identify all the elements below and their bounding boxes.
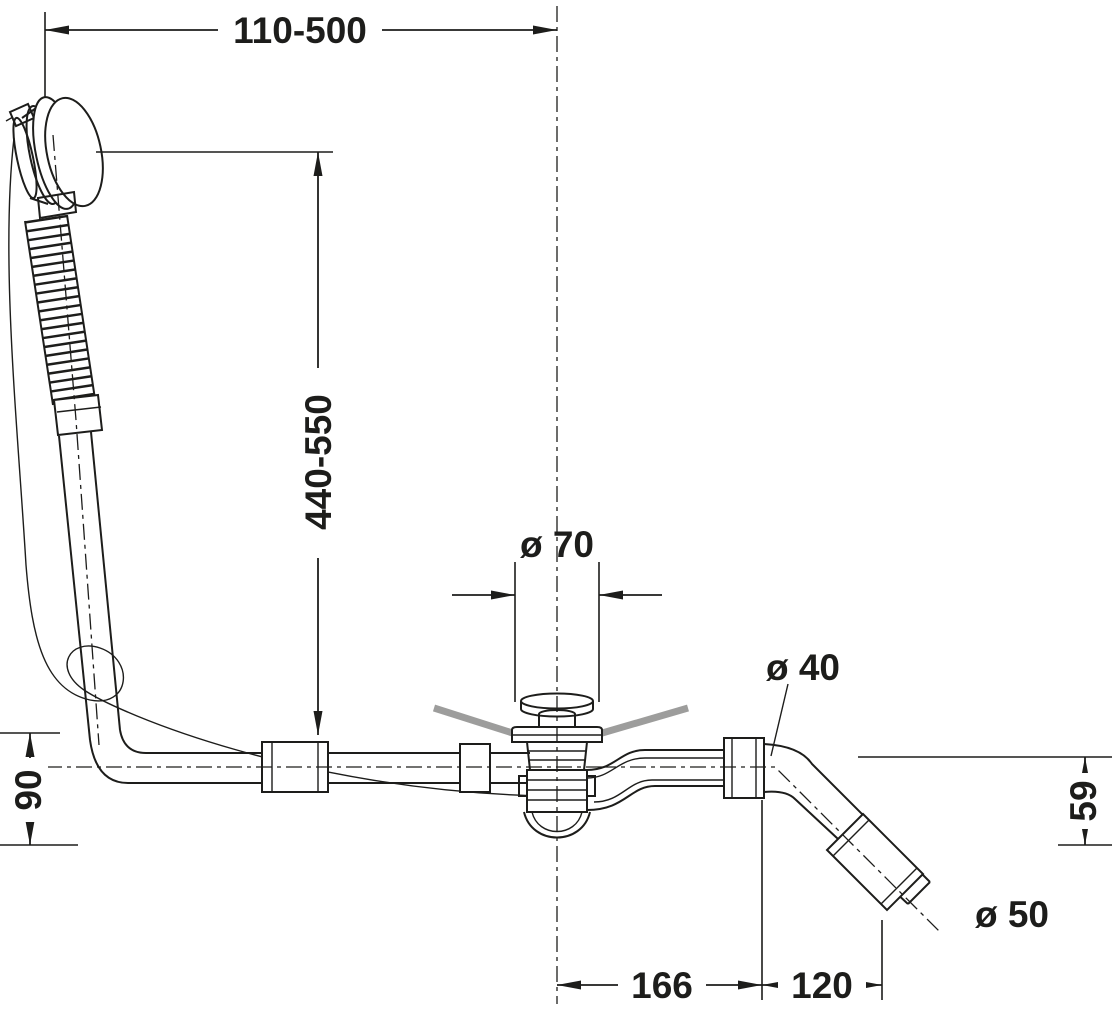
- label-right-offset: 59: [1063, 780, 1104, 821]
- label-overflow-height: 440-550: [298, 394, 339, 530]
- outlet-elbow-pipe: [763, 743, 931, 905]
- label-overflow-to-drain: 110-500: [233, 10, 367, 51]
- pipe-coupling-right: [459, 743, 491, 793]
- hose-coupling: [52, 393, 104, 437]
- end-coupling-sleeve: [825, 812, 925, 912]
- outlet-sweep: [586, 749, 724, 811]
- label-elbow-to-end: 120: [791, 965, 853, 1006]
- dim-outlet-diameter-leader: [770, 683, 789, 757]
- label-end-diameter: ø 50: [975, 894, 1049, 935]
- overflow-fitting: [5, 96, 104, 220]
- dimension-labels: 110-500 440-550 ø 70 ø 40 ø 50 90 59 166…: [8, 8, 1104, 1006]
- label-drain-diameter: ø 70: [520, 524, 594, 565]
- label-outlet-diameter: ø 40: [766, 647, 840, 688]
- label-drain-to-elbow: 166: [631, 965, 693, 1006]
- centerlines: [16, 6, 941, 1004]
- elbow-coupling-nut: [723, 737, 765, 799]
- corrugated-hose: [24, 214, 96, 406]
- release-cable: [8, 137, 544, 797]
- label-left-offset: 90: [8, 769, 49, 810]
- tub-outline: [432, 704, 689, 740]
- dim-drain-diameter: [452, 562, 662, 702]
- overflow-pipe: [58, 431, 147, 784]
